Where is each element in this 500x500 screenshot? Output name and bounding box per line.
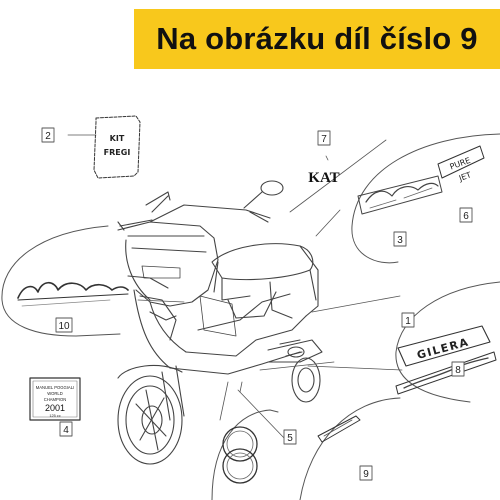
title-banner: Na obrázku díl číslo 9	[134, 9, 500, 69]
plate-year: 2001	[45, 403, 65, 413]
callout-10: 10	[55, 317, 73, 333]
plate-line1: MANUEL POGGIALI	[36, 385, 74, 390]
kat-decal: KAT	[308, 170, 339, 186]
kit-line2: FREGI	[104, 148, 131, 157]
jet-decal: JET	[457, 170, 473, 183]
plate-line2: WORLD	[47, 391, 63, 396]
callouts: 1 2 3 4 5 6 7 8	[41, 127, 473, 481]
callout-7: 7	[317, 130, 331, 146]
left-arc	[1, 225, 129, 337]
right-lower-arc: GILERA	[395, 281, 500, 403]
kit-fregi-tag: KIT FREGI	[93, 115, 141, 179]
kit-line1: KIT	[110, 134, 125, 143]
callout-6: 6	[459, 207, 473, 223]
callout-2: 2	[41, 127, 55, 143]
scooter-outline	[117, 180, 323, 465]
callout-6-label: 6	[463, 211, 469, 222]
callout-10-label: 10	[58, 321, 70, 332]
plate-line3: CHAMPION	[44, 397, 67, 402]
banner-title: Na obrázku díl číslo 9	[156, 21, 478, 56]
callout-1-label: 1	[405, 316, 411, 327]
plate-line5: 125 cc	[49, 414, 60, 418]
champion-plate: MANUEL POGGIALI WORLD CHAMPION 2001 125 …	[29, 377, 81, 421]
callout-3: 3	[393, 231, 407, 247]
callout-9-label: 9	[363, 469, 369, 480]
callout-9: 9	[359, 465, 373, 481]
callout-4-label: 4	[63, 425, 69, 436]
callout-5: 5	[283, 429, 297, 445]
callout-8: 8	[451, 361, 465, 377]
callout-2-label: 2	[45, 131, 51, 142]
callout-7-label: 7	[321, 134, 327, 145]
gilera-decal: GILERA	[416, 335, 471, 361]
ring-decals	[211, 409, 279, 500]
callout-8-label: 8	[455, 365, 461, 376]
strip-decal-9	[299, 397, 401, 500]
callout-5-label: 5	[287, 433, 293, 444]
callout-3-label: 3	[397, 235, 403, 246]
leader-lines	[67, 134, 403, 441]
callout-1: 1	[401, 312, 415, 328]
right-upper-arc: PURE JET	[351, 133, 500, 264]
callout-4: 4	[59, 421, 73, 437]
